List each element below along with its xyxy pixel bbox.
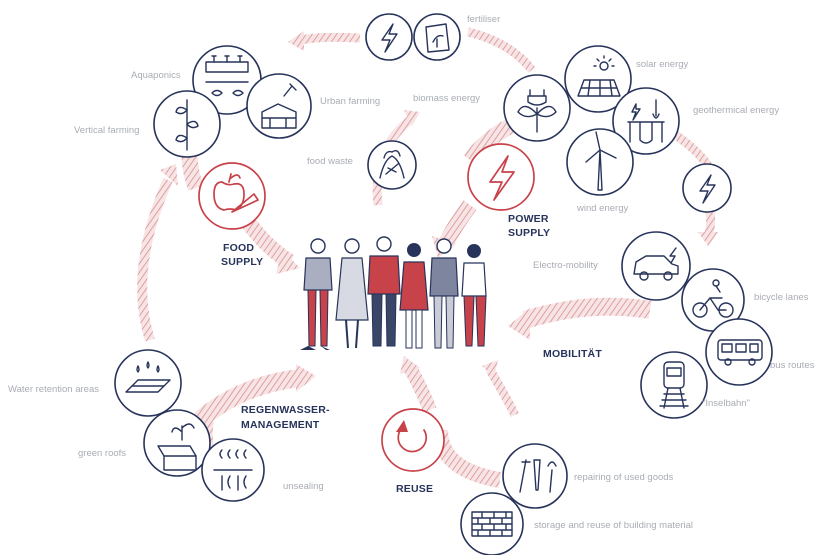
train-icon (659, 361, 689, 409)
flow-power-to-people (437, 200, 477, 249)
reuse-cycle-icon (396, 420, 428, 453)
flow-top-right (466, 27, 536, 73)
bicycle-lanes-label: bicycle lanes (754, 292, 809, 303)
green-roof-icon (157, 423, 197, 471)
aquaponics-icon (205, 55, 249, 97)
food-supply-title-1: FOOD (223, 242, 254, 254)
electro-mobility-label: Electro-mobility (533, 260, 598, 271)
biomass-energy-label: biomass energy (413, 93, 480, 104)
flow-right-down-head (698, 232, 718, 246)
top-cluster: fertiliser (365, 13, 500, 61)
train-ring (640, 351, 708, 419)
power-lightning-icon (489, 155, 515, 201)
person-6 (461, 244, 487, 347)
right-lightning-ring (682, 163, 732, 213)
solar-energy-label: solar energy (636, 59, 689, 70)
flow-reuse-inner (432, 429, 502, 488)
food-waste-label: food waste (307, 156, 353, 167)
urban-farming-label: Urban farming (320, 96, 380, 107)
wind-turbine-icon (585, 131, 617, 191)
person-5 (429, 238, 459, 349)
apple-carrot-icon (213, 173, 259, 213)
flow-left-up (137, 177, 173, 342)
lightning-icon-ring (365, 13, 413, 61)
flow-reuse-to-people (403, 364, 437, 413)
reuse-ring (381, 408, 445, 472)
bus-routes-label: bus routes (770, 360, 815, 371)
mobility-cluster: Electro-mobility bicycle lanes bus route… (533, 231, 815, 419)
flow-mobility-to-people-head (508, 308, 530, 340)
unsealing-label: unsealing (283, 481, 324, 492)
flow-top-left-head (288, 31, 304, 51)
electro-mobility-ring (621, 231, 691, 301)
wind-energy-label: wind energy (576, 203, 628, 214)
flow-food-to-people-head (276, 250, 300, 274)
vertical-farming-icon (175, 99, 199, 151)
food-cluster: FOOD SUPPLY Aquaponics Urban farming Ver… (74, 45, 380, 268)
electric-car-icon (633, 247, 679, 281)
bicycle-icon (692, 279, 734, 318)
green-roof-ring (143, 409, 211, 477)
geothermal-energy-label: geothermical energy (693, 105, 779, 116)
tools-icon (519, 459, 557, 493)
person-2 (335, 238, 369, 349)
urban-farming-icon (261, 83, 297, 129)
lightning-icon (699, 174, 716, 204)
mobility-title: MOBILITÄT (543, 347, 602, 360)
green-roofs-label: green roofs (78, 448, 126, 459)
person-4 (399, 243, 429, 349)
reuse-title: REUSE (396, 483, 433, 495)
flow-waste-to-power-head (404, 110, 420, 126)
unsealing-icon (213, 449, 253, 491)
bus-icon (717, 339, 763, 366)
fertiliser-label: fertiliser (467, 14, 500, 25)
flow-people-to-reuse-head (482, 360, 498, 378)
food-supply-ring (198, 162, 266, 230)
aquaponics-label: Aquaponics (131, 70, 181, 81)
flow-rain-to-people-head (296, 364, 316, 392)
reuse-cluster: REUSE repairing of used goods storage an… (381, 408, 693, 555)
geothermal-icon (627, 99, 665, 144)
food-waste-icon (379, 149, 405, 179)
flow-left-up-head (160, 164, 178, 186)
solar-panel-icon (577, 55, 621, 97)
vertical-farming-label: Vertical farming (74, 125, 139, 136)
food-waste-ring (367, 140, 417, 190)
plant-plug-icon (517, 89, 557, 133)
water-retention-icon (125, 361, 171, 393)
power-supply-title-1: POWER (508, 213, 549, 225)
rainwater-title-1: REGENWASSER- (241, 404, 330, 416)
person-3 (367, 236, 401, 347)
rainwater-cluster: Water retention areas green roofs unseal… (8, 349, 330, 502)
flow-reuse-to-people-head (400, 356, 420, 374)
repairing-label: repairing of used goods (574, 472, 674, 483)
urban-farming-ring (246, 73, 312, 139)
storage-reuse-label: storage and reuse of building material (534, 520, 693, 531)
flow-mobility-to-people (522, 297, 652, 329)
bricks-icon (471, 511, 513, 537)
rainwater-title-2: MANAGEMENT (241, 419, 320, 431)
food-supply-title-2: SUPPLY (221, 256, 263, 268)
power-supply-ring (467, 143, 535, 211)
fertiliser-bag-icon (425, 23, 450, 53)
inselbahn-label: "Inselbahn" (702, 398, 750, 409)
water-retention-label: Water retention areas (8, 384, 99, 395)
person-1 (300, 238, 333, 350)
waste-cluster: biomass energy food waste (307, 93, 480, 190)
water-retention-ring (114, 349, 182, 417)
power-supply-title-2: SUPPLY (508, 227, 550, 239)
flow-top-left (299, 32, 361, 45)
people-group (300, 236, 487, 350)
lightning-icon (381, 23, 398, 53)
flow-rain-to-people (194, 369, 302, 427)
power-cluster: solar energy geothermical energy wind en… (467, 45, 779, 239)
